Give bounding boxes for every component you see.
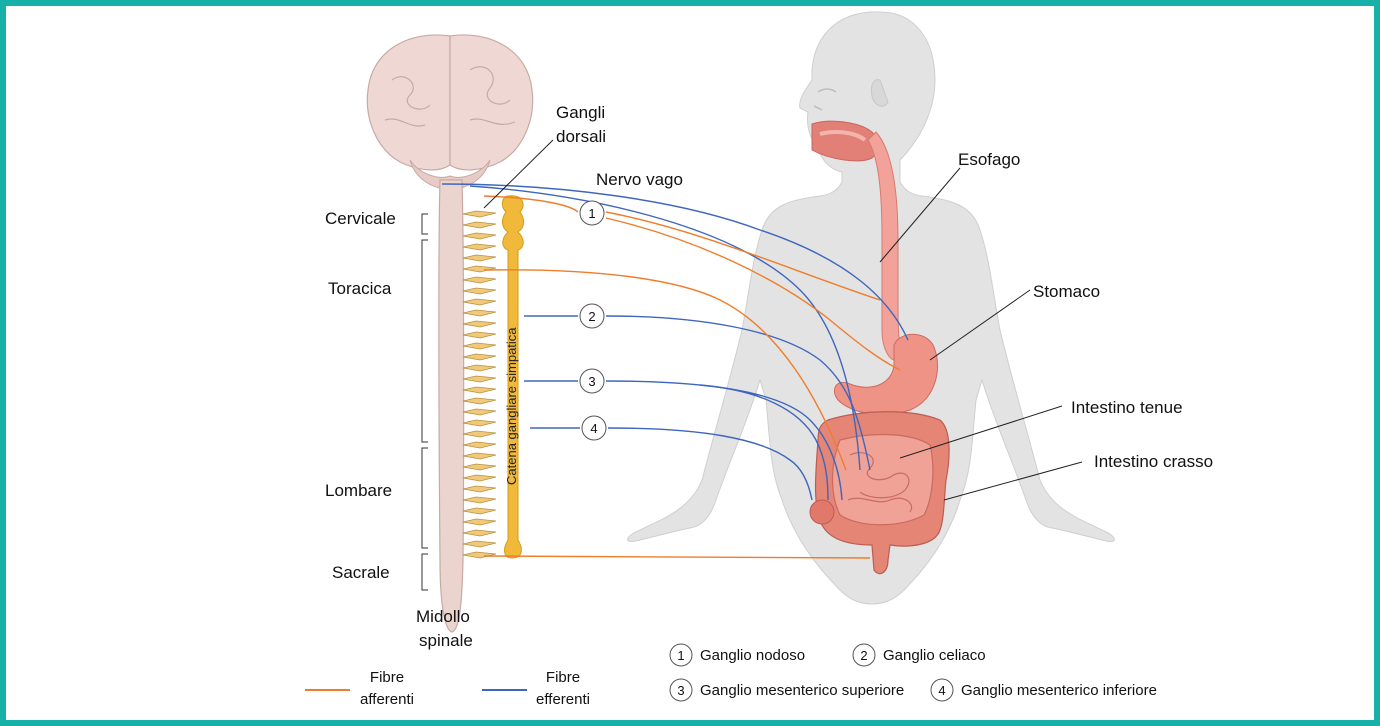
bracket-cervicale xyxy=(422,214,428,234)
svg-text:1: 1 xyxy=(588,206,595,221)
label-gangli-dorsali-1: Gangli xyxy=(556,103,605,122)
svg-text:efferenti: efferenti xyxy=(536,691,590,708)
ganglion-marker-3: 3 xyxy=(580,369,604,393)
spinal-nerve-root xyxy=(463,365,496,371)
svg-text:Ganglio mesenterico inferiore: Ganglio mesenterico inferiore xyxy=(961,682,1157,699)
svg-text:2: 2 xyxy=(860,648,867,663)
legend-afferent: Fibre afferenti xyxy=(305,669,414,708)
spinal-nerve-root xyxy=(463,519,496,525)
label-intestino-tenue: Intestino tenue xyxy=(1071,398,1183,417)
spinal-nerve-root xyxy=(463,244,496,250)
spinal-nerve-root xyxy=(463,299,496,305)
label-toracica: Toracica xyxy=(328,279,392,298)
spinal-nerve-root xyxy=(463,387,496,393)
spinal-nerve-root xyxy=(463,266,496,272)
spinal-nerve-root xyxy=(463,376,496,382)
sympathetic-chain: Catena gangliare simpatica xyxy=(502,196,523,558)
spinal-nerve-root xyxy=(463,442,496,448)
small-intestine xyxy=(833,435,933,525)
svg-text:1: 1 xyxy=(677,648,684,663)
label-cervicale: Cervicale xyxy=(325,209,396,228)
legend-ganglion-2: 2 Ganglio celiaco xyxy=(853,644,986,666)
spinal-nerve-root xyxy=(463,398,496,404)
label-spinale: spinale xyxy=(419,631,473,650)
spinal-nerve-root xyxy=(463,475,496,481)
spinal-nerve-roots xyxy=(463,211,496,558)
spinal-nerve-root xyxy=(463,508,496,514)
svg-text:4: 4 xyxy=(938,683,945,698)
spinal-nerve-root xyxy=(463,420,496,426)
colon-knob xyxy=(810,500,834,524)
spinal-nerve-root xyxy=(463,497,496,503)
label-esofago: Esofago xyxy=(958,150,1020,169)
spinal-nerve-root xyxy=(463,277,496,283)
ganglion-marker-4: 4 xyxy=(582,416,606,440)
svg-text:4: 4 xyxy=(590,421,597,436)
label-intestino-crasso: Intestino crasso xyxy=(1094,452,1213,471)
legend-efferent: Fibre efferenti xyxy=(482,669,590,708)
spinal-nerve-root xyxy=(463,530,496,536)
spinal-nerve-root xyxy=(463,255,496,261)
spinal-nerve-root xyxy=(463,552,496,558)
spinal-nerve-root xyxy=(463,310,496,316)
label-midollo: Midollo xyxy=(416,607,470,626)
bracket-toracica xyxy=(422,240,428,442)
spinal-nerve-root xyxy=(463,486,496,492)
ganglion-marker-2: 2 xyxy=(580,304,604,328)
svg-text:Fibre: Fibre xyxy=(546,669,580,686)
spinal-nerve-root xyxy=(463,321,496,327)
bracket-lombare xyxy=(422,448,428,548)
svg-text:3: 3 xyxy=(588,374,595,389)
svg-text:Fibre: Fibre xyxy=(370,669,404,686)
label-sacrale: Sacrale xyxy=(332,563,390,582)
spinal-nerve-root xyxy=(463,431,496,437)
label-stomaco: Stomaco xyxy=(1033,282,1100,301)
ganglion-marker-1: 1 xyxy=(580,201,604,225)
svg-text:Ganglio mesenterico superiore: Ganglio mesenterico superiore xyxy=(700,682,904,699)
spinal-nerve-root xyxy=(463,541,496,547)
spinal-nerve-root xyxy=(463,288,496,294)
spinal-nerve-root xyxy=(463,464,496,470)
brain xyxy=(367,35,532,190)
legend-ganglion-4: 4 Ganglio mesenterico inferiore xyxy=(931,679,1157,701)
svg-text:afferenti: afferenti xyxy=(360,691,414,708)
spinal-nerve-root xyxy=(463,343,496,349)
svg-text:Ganglio nodoso: Ganglio nodoso xyxy=(700,647,805,664)
spinal-nerve-root xyxy=(463,332,496,338)
sympathetic-chain-label: Catena gangliare simpatica xyxy=(504,327,519,485)
svg-text:Ganglio celiaco: Ganglio celiaco xyxy=(883,647,986,664)
spinal-nerve-root xyxy=(463,409,496,415)
spinal-cord xyxy=(439,180,464,632)
spinal-nerve-root xyxy=(463,233,496,239)
bracket-sacrale xyxy=(422,554,428,590)
spinal-nerve-root xyxy=(463,222,496,228)
spinal-nerve-root xyxy=(463,453,496,459)
legend-ganglion-1: 1 Ganglio nodoso xyxy=(670,644,805,666)
svg-text:3: 3 xyxy=(677,683,684,698)
label-lombare: Lombare xyxy=(325,481,392,500)
spinal-nerve-root xyxy=(463,211,496,217)
label-gangli-dorsali-2: dorsali xyxy=(556,127,606,146)
spinal-nerve-root xyxy=(463,354,496,360)
region-brackets xyxy=(422,214,428,590)
svg-text:2: 2 xyxy=(588,309,595,324)
label-nervo-vago: Nervo vago xyxy=(596,170,683,189)
legend-ganglion-3: 3 Ganglio mesenterico superiore xyxy=(670,679,904,701)
